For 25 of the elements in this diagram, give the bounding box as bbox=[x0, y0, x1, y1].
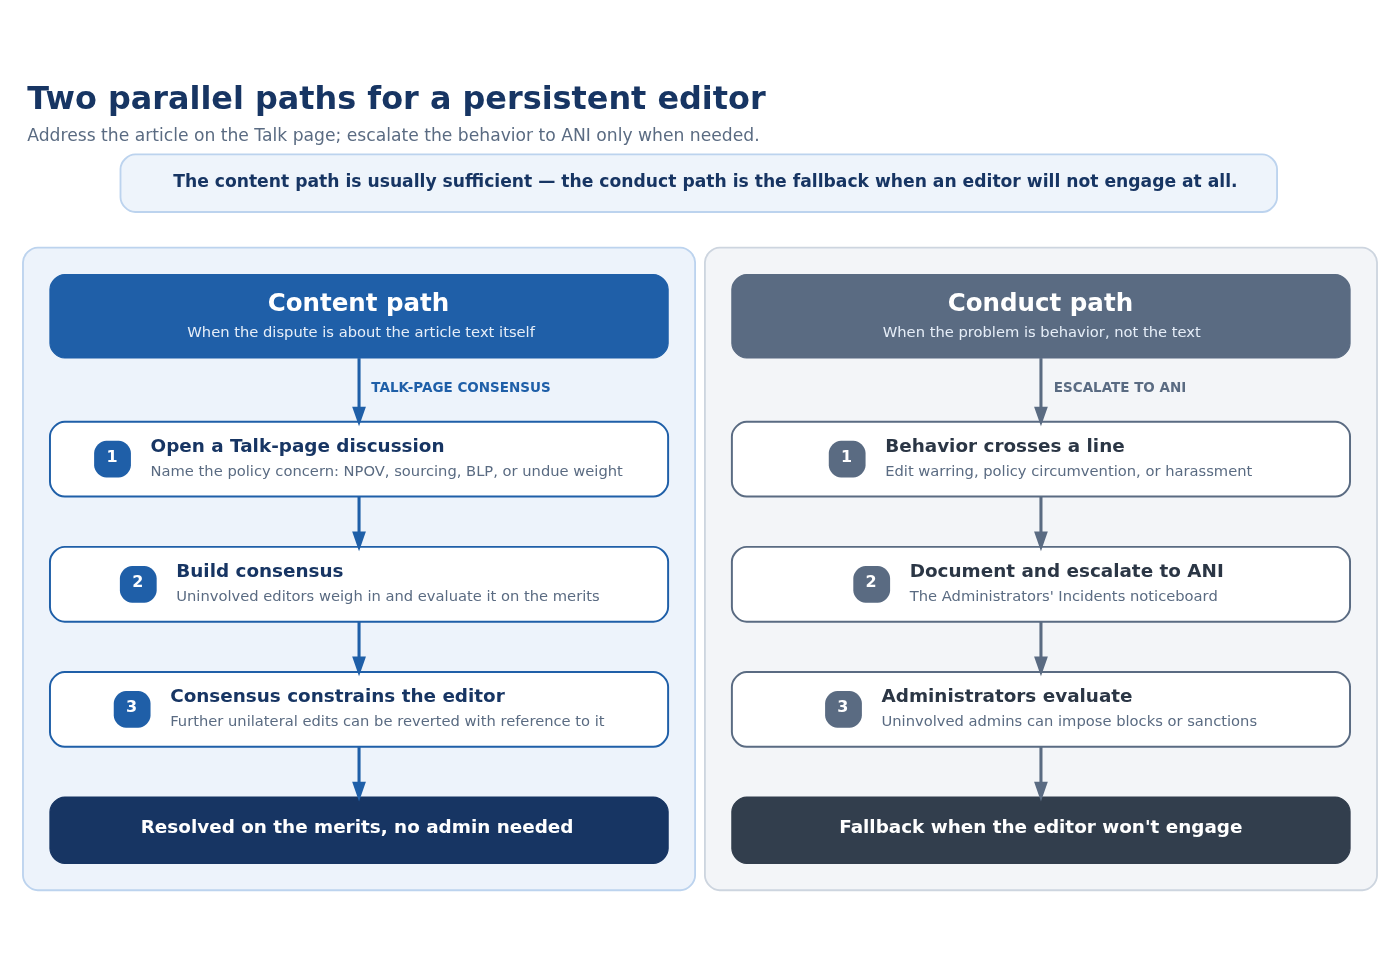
node-box: 2 Build consensus Uninvolved editors weigh in and evaluate it on the merits bbox=[49, 545, 670, 623]
arrow bbox=[352, 496, 366, 551]
node-box: 1 Open a Talk-page discussion Name the policy concern: NPOV, sourcing, BLP, or undue weight bbox=[49, 420, 670, 498]
node-box: 3 Consensus constrains the editor Further unilateral edits can be reverted with reference to it bbox=[49, 670, 670, 748]
edge-label: ESCALATE TO ANI bbox=[1053, 378, 1187, 395]
arrow bbox=[352, 746, 366, 801]
node-box: The content path is usually sufficient — the conduct path is the fallback when an editor will not engage at all. bbox=[119, 153, 1278, 213]
node-box: Content path When the dispute is about the article text itself bbox=[49, 273, 669, 359]
diagram-title: Two parallel paths for a persistent editor bbox=[27, 78, 766, 117]
arrow bbox=[352, 357, 366, 426]
node-box: 3 Administrators evaluate Uninvolved admins can impose blocks or sanctions bbox=[730, 670, 1351, 748]
arrow bbox=[352, 621, 366, 676]
arrow bbox=[1034, 496, 1048, 551]
arrow bbox=[1034, 746, 1048, 801]
node-box: 1 Behavior crosses a line Edit warring, policy circumvention, or harassment bbox=[730, 420, 1351, 498]
node-box: 2 Document and escalate to ANI The Administrators' Incidents noticeboard bbox=[730, 545, 1351, 623]
cluster bbox=[704, 246, 1378, 891]
node-box: Conduct path When the problem is behavior, not the text bbox=[731, 273, 1351, 359]
node-box: Resolved on the merits, no admin needed bbox=[49, 795, 669, 864]
cluster bbox=[22, 246, 696, 891]
edge-label: TALK-PAGE CONSENSUS bbox=[371, 378, 551, 395]
caption: Address the article on the Talk page; escalate the behavior to ANI only when needed. bbox=[27, 124, 760, 145]
arrow bbox=[1034, 621, 1048, 676]
arrow bbox=[1034, 357, 1048, 426]
node-box: Fallback when the editor won't engage bbox=[731, 795, 1351, 864]
